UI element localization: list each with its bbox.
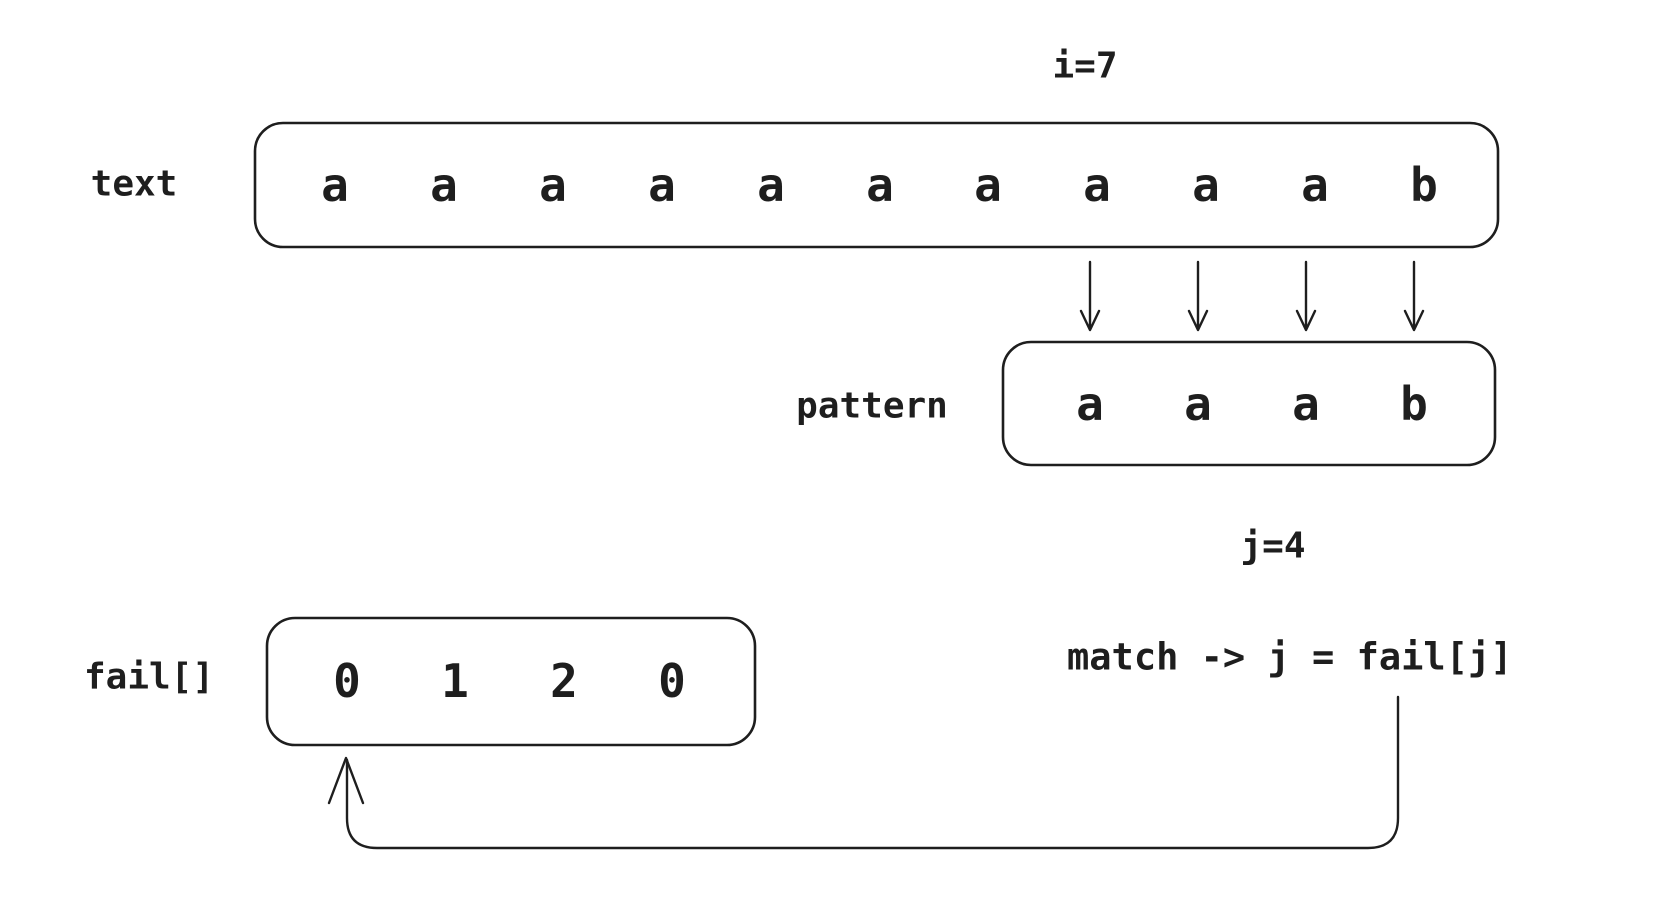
pattern-row-label: pattern bbox=[796, 386, 948, 427]
fail-array-label: fail[] bbox=[84, 657, 214, 698]
text-cell-4: a bbox=[757, 158, 785, 212]
i-index-label: i=7 bbox=[1052, 46, 1117, 87]
text-cell-5: a bbox=[866, 158, 894, 212]
text-cell-6: a bbox=[974, 158, 1002, 212]
fail-jump-arrowhead bbox=[327, 756, 365, 805]
text-cell-1: a bbox=[430, 158, 458, 212]
pattern-cell-1: a bbox=[1184, 377, 1212, 431]
pattern-cell-2: a bbox=[1292, 377, 1320, 431]
fail-cell-2: 2 bbox=[550, 654, 578, 708]
pattern-box bbox=[1001, 340, 1497, 467]
text-cell-9: a bbox=[1301, 158, 1329, 212]
text-cell-0: a bbox=[321, 158, 349, 212]
pattern-cell-3: b bbox=[1400, 377, 1428, 431]
match-rule-label: match -> j = fail[j] bbox=[1067, 636, 1513, 679]
text-box bbox=[253, 121, 1500, 249]
fail-jump-arrow bbox=[345, 695, 1400, 850]
text-row-label: text bbox=[91, 164, 178, 205]
fail-cell-0: 0 bbox=[333, 654, 361, 708]
down-arrow-0 bbox=[1079, 260, 1101, 332]
down-arrow-1 bbox=[1187, 260, 1209, 332]
text-cell-3: a bbox=[648, 158, 676, 212]
fail-cell-1: 1 bbox=[441, 654, 469, 708]
alignment-arrows bbox=[1079, 260, 1425, 332]
text-cell-2: a bbox=[539, 158, 567, 212]
fail-array-box bbox=[265, 616, 757, 747]
text-cell-7: a bbox=[1083, 158, 1111, 212]
fail-cell-3: 0 bbox=[658, 654, 686, 708]
text-cell-10: b bbox=[1410, 158, 1438, 212]
down-arrow-2 bbox=[1295, 260, 1317, 332]
j-index-label: j=4 bbox=[1240, 526, 1305, 567]
down-arrow-3 bbox=[1403, 260, 1425, 332]
text-cell-8: a bbox=[1192, 158, 1220, 212]
pattern-cell-0: a bbox=[1076, 377, 1104, 431]
